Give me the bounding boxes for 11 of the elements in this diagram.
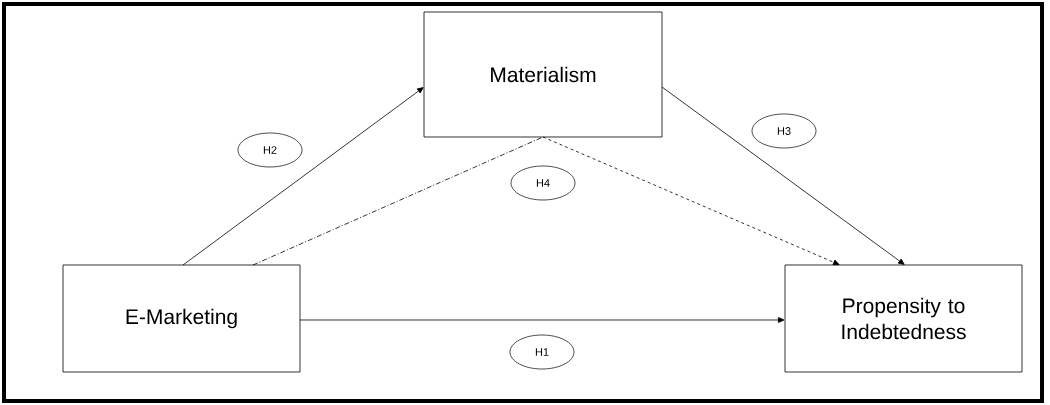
hypothesis-label: H2 — [237, 132, 303, 168]
arrow — [182, 87, 424, 266]
hypothesis-label: H3 — [751, 113, 817, 149]
concept-box: E-Marketing — [62, 264, 301, 373]
arrow — [299, 317, 785, 323]
arrow — [661, 86, 905, 265]
concept-box: Propensity to Indebtedness — [784, 264, 1023, 373]
arrow — [542, 136, 840, 266]
hypothesis-label: H4 — [510, 165, 576, 201]
hypothesis-label: H1 — [509, 334, 575, 370]
concept-box: Materialism — [423, 11, 663, 138]
